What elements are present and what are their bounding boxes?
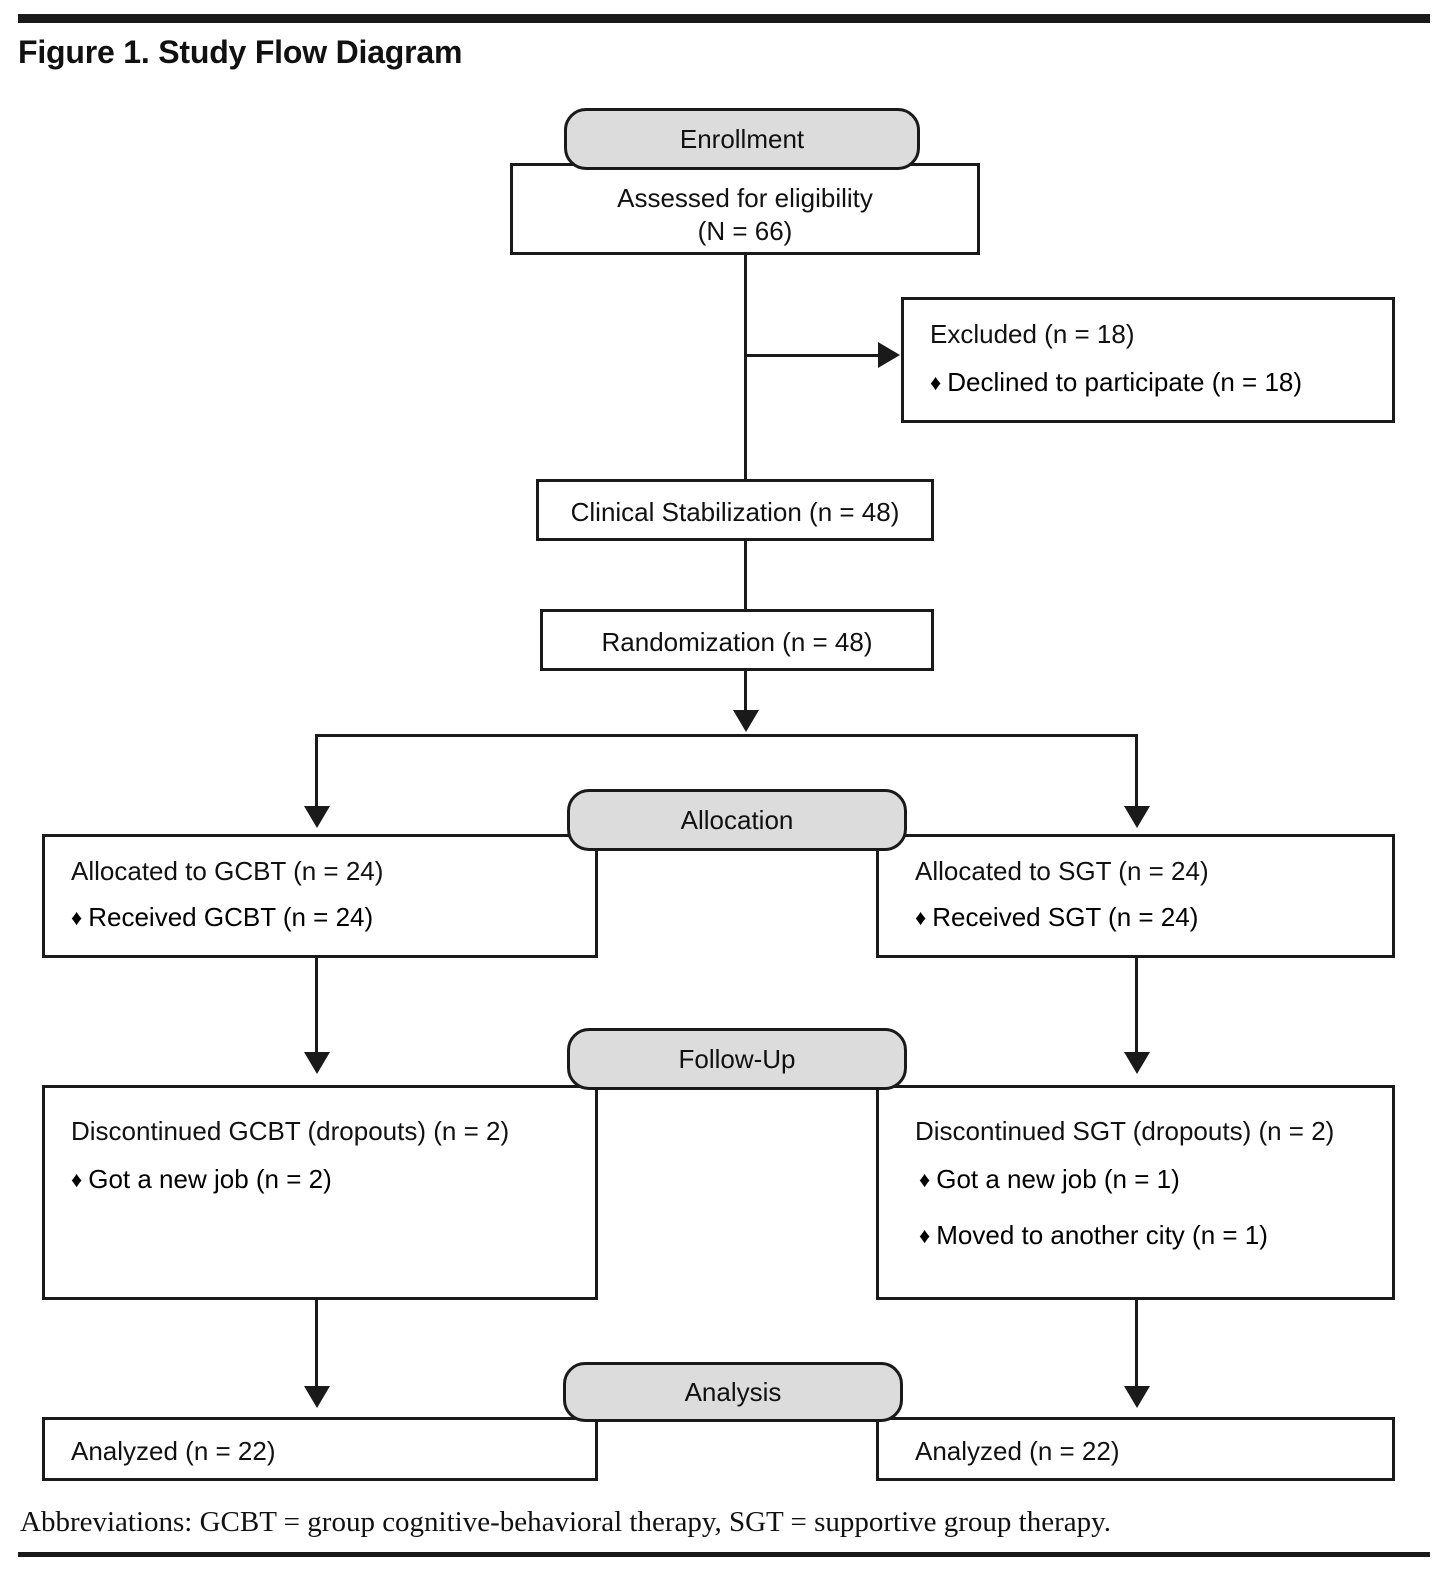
stage-pill-allocation: Allocation <box>567 789 907 851</box>
arrow-to-alloc-right <box>1124 806 1150 828</box>
connector-split-left-drop <box>315 734 318 809</box>
connector-assessed-down <box>744 255 747 490</box>
stage-pill-analysis: Analysis <box>563 1362 903 1422</box>
page-title: Figure 1. Study Flow Diagram <box>18 34 463 70</box>
analysis-right-label: Analyzed (n = 22) <box>915 1436 1120 1466</box>
list-item: ♦Got a new job (n = 1) <box>919 1163 1268 1197</box>
abbreviations-note: Abbreviations: GCBT = group cognitive-be… <box>20 1506 1111 1538</box>
stage-pill-analysis-label: Analysis <box>684 1376 782 1407</box>
arrow-randomization-split <box>733 710 759 732</box>
connector-split-horizontal <box>315 734 1138 737</box>
diamond-bullet-icon: ♦ <box>71 1167 83 1192</box>
analysis-left-box: Analyzed (n = 22) <box>42 1417 598 1481</box>
clinical-stabilization-label: Clinical Stabilization (n = 48) <box>570 497 900 527</box>
arrow-to-excluded <box>878 342 900 368</box>
connector-split-right-drop <box>1135 734 1138 809</box>
stage-pill-followup: Follow-Up <box>567 1028 907 1090</box>
allocation-right-box: Allocated to SGT (n = 24) ♦Received SGT … <box>876 834 1395 958</box>
diamond-bullet-icon: ♦ <box>915 905 927 930</box>
connector-stabilization-to-randomization <box>744 541 747 610</box>
randomization-box: Randomization (n = 48) <box>540 609 934 671</box>
allocation-right-bullets: ♦Received SGT (n = 24) <box>915 901 1198 935</box>
followup-right-box: Discontinued SGT (dropouts) (n = 2) ♦Got… <box>876 1085 1395 1300</box>
arrow-to-analysis-right <box>1124 1386 1150 1408</box>
diamond-bullet-icon: ♦ <box>919 1222 931 1248</box>
analysis-right-box: Analyzed (n = 22) <box>876 1417 1395 1481</box>
followup-left-bullet-0: Got a new job (n = 2) <box>88 1164 332 1194</box>
diamond-bullet-icon: ♦ <box>919 1167 931 1192</box>
assessed-eligibility-line2: (N = 66) <box>697 216 793 246</box>
arrow-to-analysis-left <box>304 1386 330 1408</box>
list-item: ♦Received GCBT (n = 24) <box>71 901 373 935</box>
connector-follow-left-down <box>315 1300 318 1388</box>
arrow-to-follow-left <box>304 1052 330 1074</box>
excluded-bullets: ♦Declined to participate (n = 18) <box>930 366 1302 400</box>
stage-pill-allocation-label: Allocation <box>680 804 794 835</box>
arrow-to-follow-right <box>1124 1052 1150 1074</box>
list-item: ♦Declined to participate (n = 18) <box>930 366 1302 400</box>
allocation-left-bullet-0: Received GCBT (n = 24) <box>88 902 374 932</box>
connector-excluded-branch <box>744 354 878 357</box>
followup-right-lead: Discontinued SGT (dropouts) (n = 2) <box>915 1116 1335 1146</box>
assessed-eligibility-box: Assessed for eligibility (N = 66) <box>510 163 980 255</box>
followup-right-bullet-1: Moved to another city (n = 1) <box>936 1219 1268 1250</box>
top-rule <box>18 14 1430 23</box>
list-item: ♦Moved to another city (n = 1) <box>919 1219 1268 1253</box>
followup-right-bullet-0: Got a new job (n = 1) <box>936 1164 1180 1194</box>
arrow-to-alloc-left <box>304 806 330 828</box>
connector-alloc-left-down <box>315 958 318 1054</box>
excluded-lead: Excluded (n = 18) <box>930 319 1135 349</box>
analysis-left-label: Analyzed (n = 22) <box>71 1436 276 1466</box>
diamond-bullet-icon: ♦ <box>71 905 83 930</box>
allocation-left-box: Allocated to GCBT (n = 24) ♦Received GCB… <box>42 834 598 958</box>
connector-follow-right-down <box>1135 1300 1138 1388</box>
assessed-eligibility-line1: Assessed for eligibility <box>617 183 873 213</box>
allocation-right-lead: Allocated to SGT (n = 24) <box>915 856 1209 886</box>
excluded-box: Excluded (n = 18) ♦Declined to participa… <box>901 297 1395 423</box>
followup-left-bullets: ♦Got a new job (n = 2) <box>71 1163 332 1197</box>
followup-right-bullets: ♦Got a new job (n = 1) ♦Moved to another… <box>919 1163 1268 1253</box>
connector-randomization-down <box>744 671 747 713</box>
list-item: ♦Received SGT (n = 24) <box>915 901 1198 935</box>
stage-pill-followup-label: Follow-Up <box>678 1043 796 1074</box>
bottom-rule <box>18 1552 1430 1557</box>
allocation-left-bullets: ♦Received GCBT (n = 24) <box>71 901 373 935</box>
randomization-label: Randomization (n = 48) <box>601 627 873 657</box>
list-item: ♦Got a new job (n = 2) <box>71 1163 332 1197</box>
followup-left-lead: Discontinued GCBT (dropouts) (n = 2) <box>71 1116 510 1146</box>
stage-pill-enrollment: Enrollment <box>564 108 920 170</box>
clinical-stabilization-box: Clinical Stabilization (n = 48) <box>536 479 934 541</box>
excluded-bullet-0: Declined to participate (n = 18) <box>947 367 1303 397</box>
stage-pill-enrollment-label: Enrollment <box>679 123 805 154</box>
followup-left-box: Discontinued GCBT (dropouts) (n = 2) ♦Go… <box>42 1085 598 1300</box>
connector-alloc-right-down <box>1135 958 1138 1054</box>
allocation-left-lead: Allocated to GCBT (n = 24) <box>71 856 384 886</box>
diamond-bullet-icon: ♦ <box>930 370 942 395</box>
allocation-right-bullet-0: Received SGT (n = 24) <box>932 902 1199 932</box>
